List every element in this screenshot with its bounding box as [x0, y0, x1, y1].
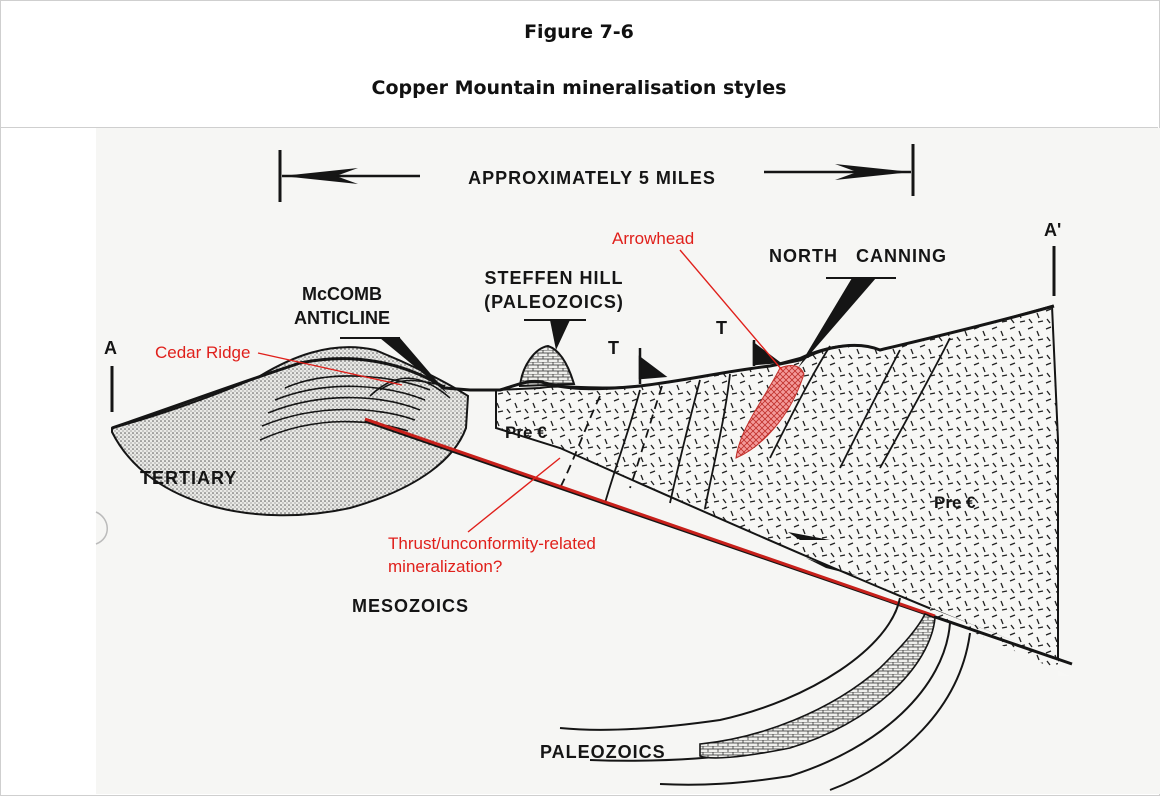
thrust-label-2: T [716, 318, 727, 338]
end-label-a-prime: A' [1044, 220, 1061, 240]
scan-edge-mark [96, 512, 107, 544]
tertiary-label: TERTIARY [140, 468, 237, 488]
steffen-pointer [550, 320, 570, 350]
figure-header: Figure 7-6 Copper Mountain mineralisatio… [0, 0, 1158, 128]
cedar-ridge-label: Cedar Ridge [155, 343, 250, 362]
figure-title: Copper Mountain mineralisation styles [0, 77, 1158, 99]
thrust-label-1: T [608, 338, 619, 358]
north-canning-label: NORTH CANNING [769, 246, 947, 266]
scale-label: APPROXIMATELY 5 MILES [468, 168, 716, 188]
thrust-annotation-line1: Thrust/unconformity-related [388, 534, 596, 553]
mccomb-label-line1: McCOMB [302, 284, 382, 304]
mesozoics-label: MESOZOICS [352, 596, 469, 616]
cross-section-diagram: APPROXIMATELY 5 MILES A A' [0, 128, 1160, 796]
thrust-annotation-line2: mineralization? [388, 557, 502, 576]
arrowhead-leader [680, 250, 782, 370]
figure-number: Figure 7-6 [0, 21, 1158, 43]
paleozoic-limestone-band [700, 614, 935, 758]
mccomb-label-line2: ANTICLINE [294, 308, 390, 328]
cross-section-svg: APPROXIMATELY 5 MILES A A' [0, 128, 1160, 796]
paleozoics-label: PALEOZOICS [540, 742, 666, 762]
end-label-a: A [104, 338, 117, 358]
scale-bar: APPROXIMATELY 5 MILES [280, 144, 913, 202]
steffen-label-line2: (PALEOZOICS) [484, 292, 624, 312]
pre-cambrian-label-1: Pre € [505, 423, 547, 442]
arrowhead-label: Arrowhead [612, 229, 694, 248]
steffen-label-line1: STEFFEN HILL [485, 268, 624, 288]
pre-cambrian-label-2: Pre € [934, 493, 976, 512]
pre-cambrian-block [496, 306, 1058, 660]
steffen-hill-knob [520, 346, 574, 386]
